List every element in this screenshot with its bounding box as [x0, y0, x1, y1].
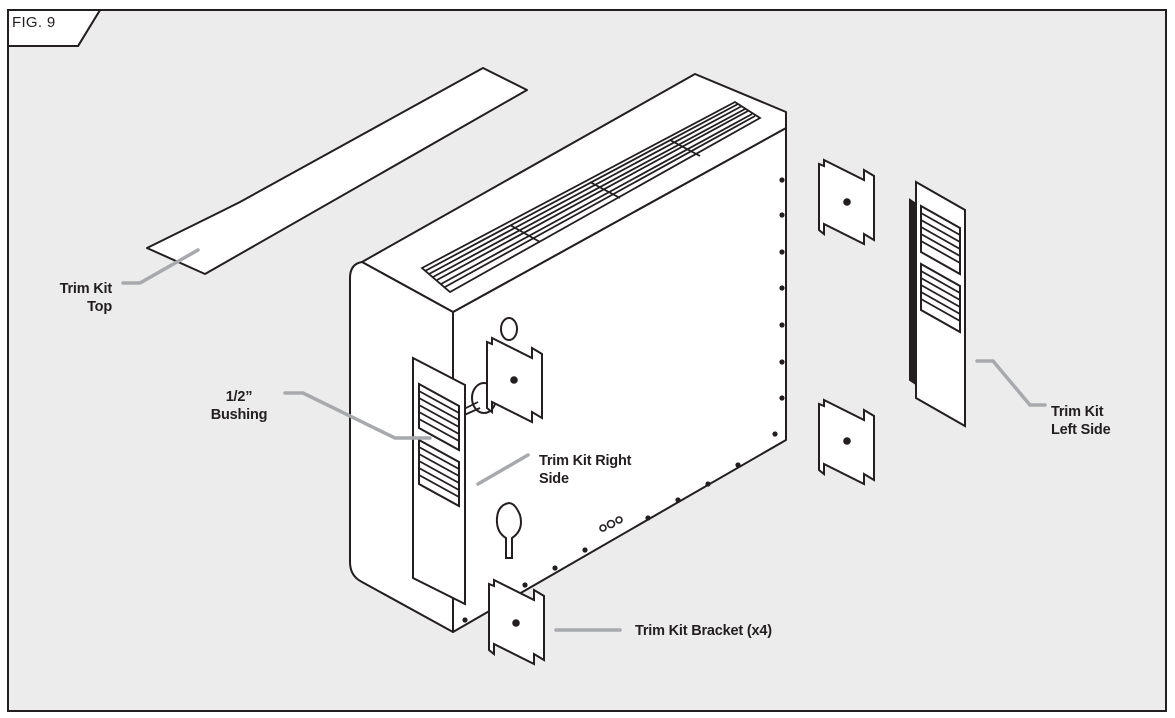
leader-trim-kit-right-side: [476, 453, 530, 486]
callout-trim-kit-right-side: Trim Kit Right Side: [539, 452, 649, 488]
callout-bushing-line2: Bushing: [210, 407, 268, 423]
callout-trim-kit-right-side-line2: Side: [539, 471, 569, 487]
cabinet-screws: [462, 177, 785, 623]
callout-trim-kit-left-side-line1: Trim Kit: [1051, 404, 1104, 420]
leader-trim-kit-top: [121, 248, 200, 285]
trim-kit-left-side-part: [909, 180, 966, 428]
trim-kit-bracket: [818, 398, 875, 486]
callout-trim-kit-top-line2: Top: [87, 299, 112, 315]
figure-label: FIG. 9: [12, 14, 56, 31]
callout-trim-kit-top-line1: Trim Kit: [59, 281, 113, 297]
leader-bushing: [283, 391, 432, 440]
callout-bushing-line1: 1/2”: [225, 389, 253, 405]
trim-kit-bracket: [818, 158, 875, 246]
leader-lines: [121, 248, 1047, 632]
callout-bushing: 1/2” Bushing: [200, 388, 278, 424]
knockout-hole: [500, 317, 518, 341]
top-grille: [420, 100, 762, 294]
leader-trim-kit-left-side: [975, 359, 1047, 407]
callout-trim-kit-left-side: Trim Kit Left Side: [1051, 403, 1141, 439]
callout-trim-kit-bracket: Trim Kit Bracket (x4): [635, 622, 815, 640]
callout-trim-kit-left-side-line2: Left Side: [1051, 422, 1111, 438]
keyhole-knockout: [495, 501, 522, 559]
left-panel-louvers: [920, 212, 961, 322]
figure-tab: [7, 9, 102, 47]
callout-trim-kit-right-side-line1: Trim Kit Right: [539, 453, 632, 469]
trim-kit-bracket: [488, 578, 545, 666]
trim-kit-bracket: [486, 336, 543, 424]
right-panel-louvers: [418, 390, 460, 498]
terminal-holes: [599, 516, 623, 532]
callout-trim-kit-top: Trim Kit Top: [40, 280, 113, 316]
trim-kit-top-part: [146, 67, 528, 275]
callout-trim-kit-bracket-line1: Trim Kit Bracket (x4): [635, 623, 772, 639]
